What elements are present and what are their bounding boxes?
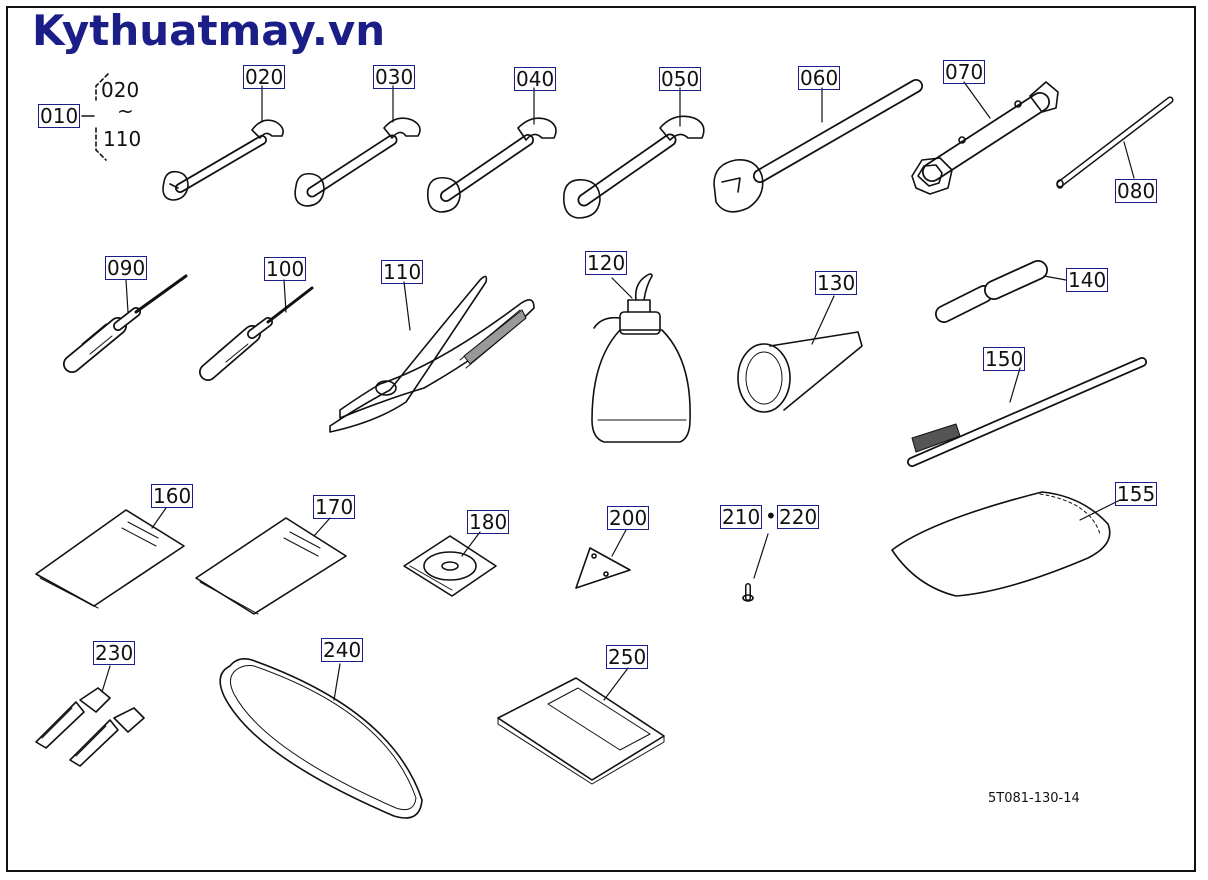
blade-200 bbox=[576, 530, 630, 588]
callout-010-range-tilde: ~ bbox=[117, 99, 134, 123]
manual-170 bbox=[196, 518, 346, 614]
callout-220[interactable]: 220 bbox=[777, 505, 820, 529]
rod-080 bbox=[1057, 100, 1170, 188]
callout-030[interactable]: 030 bbox=[373, 65, 416, 89]
wrench-020 bbox=[163, 86, 283, 200]
callout-200[interactable]: 200 bbox=[607, 506, 650, 530]
callout-210[interactable]: 210 bbox=[720, 505, 763, 529]
manual-160 bbox=[36, 508, 184, 608]
diagram-frame bbox=[6, 6, 1196, 872]
clips-230 bbox=[36, 666, 144, 766]
callout-170[interactable]: 170 bbox=[313, 495, 356, 519]
callout-180[interactable]: 180 bbox=[467, 510, 510, 534]
callout-060[interactable]: 060 bbox=[798, 66, 841, 90]
callout-100[interactable]: 100 bbox=[264, 257, 307, 281]
screwdriver-090 bbox=[72, 276, 186, 364]
oil-can-120 bbox=[592, 274, 690, 442]
callout-090[interactable]: 090 bbox=[105, 256, 148, 280]
callout-010-range-end: 110 bbox=[103, 127, 142, 151]
pliers-110 bbox=[330, 276, 534, 432]
callout-020[interactable]: 020 bbox=[243, 65, 286, 89]
callout-110[interactable]: 110 bbox=[381, 260, 424, 284]
bag-155 bbox=[892, 492, 1120, 596]
figure-reference-code: 5T081-130-14 bbox=[988, 791, 1080, 806]
callout-150[interactable]: 150 bbox=[983, 347, 1026, 371]
callout-230[interactable]: 230 bbox=[93, 641, 136, 665]
callout-130[interactable]: 130 bbox=[815, 271, 858, 295]
brush-150 bbox=[912, 362, 1142, 462]
callout-250[interactable]: 250 bbox=[606, 645, 649, 669]
group-bracket-010 bbox=[82, 74, 108, 160]
callout-010-range-start: 020 bbox=[101, 78, 140, 102]
callout-010[interactable]: 010 bbox=[38, 104, 81, 128]
cd-case-180 bbox=[404, 532, 496, 596]
belt-240 bbox=[220, 659, 422, 818]
wrench-040 bbox=[428, 88, 556, 212]
callout-140[interactable]: 140 bbox=[1066, 268, 1109, 292]
callout-160[interactable]: 160 bbox=[151, 484, 194, 508]
screwdriver-100 bbox=[208, 280, 312, 372]
pin-210-220 bbox=[743, 534, 768, 601]
callout-070[interactable]: 070 bbox=[943, 60, 986, 84]
callout-155[interactable]: 155 bbox=[1115, 482, 1158, 506]
callout-240[interactable]: 240 bbox=[321, 638, 364, 662]
callout-050[interactable]: 050 bbox=[659, 67, 702, 91]
callout-040[interactable]: 040 bbox=[514, 67, 557, 91]
wrench-050 bbox=[564, 88, 704, 218]
sheet-250 bbox=[498, 668, 664, 784]
callout-210-220-separator: • bbox=[765, 504, 777, 528]
callout-080[interactable]: 080 bbox=[1115, 179, 1158, 203]
wrench-060 bbox=[714, 86, 916, 212]
site-watermark: Kythuatmay.vn bbox=[32, 6, 386, 55]
box-spanner-070 bbox=[912, 82, 1058, 194]
callout-120[interactable]: 120 bbox=[585, 251, 628, 275]
wrench-030 bbox=[295, 86, 420, 206]
funnel-130 bbox=[738, 296, 862, 412]
tubes-140 bbox=[944, 270, 1066, 314]
